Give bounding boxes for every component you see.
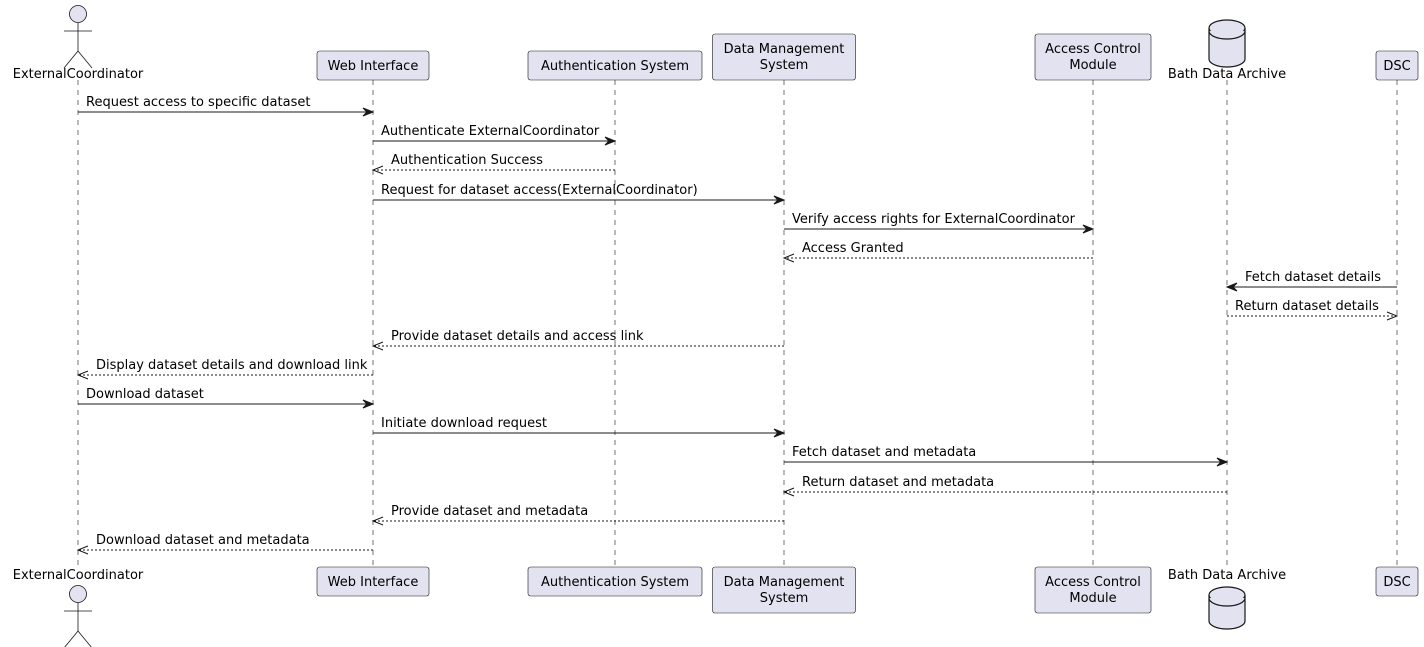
arrowhead-filled-icon [362, 399, 375, 409]
message-label: Return dataset details [1235, 299, 1379, 314]
participant-box [316, 566, 430, 597]
participant-web-top: Web Interface [316, 50, 430, 81]
participant-label: Module [1069, 58, 1116, 73]
participant-box [1034, 33, 1152, 81]
participant-label: ExternalCoordinator [13, 568, 144, 583]
message-6: Access Granted [782, 241, 1093, 263]
message-label: Download dataset and metadata [96, 533, 310, 548]
message-9: Provide dataset details and access link [371, 329, 784, 351]
message-1: Request access to specific dataset [78, 95, 375, 117]
participant-coordinator-bottom: ExternalCoordinator [13, 568, 144, 647]
arrowhead-filled-icon [362, 107, 375, 117]
participant-label: Authentication System [541, 59, 689, 74]
message-10: Display dataset details and download lin… [76, 358, 373, 380]
arrowhead-filled-icon [604, 136, 617, 146]
participant-dsc-top: DSC [1375, 50, 1419, 81]
arrowhead-open-icon [371, 165, 384, 175]
message-label: Download dataset [86, 387, 204, 402]
message-label: Initiate download request [381, 416, 547, 431]
arrowhead-filled-icon [1082, 224, 1095, 234]
message-5: Verify access rights for ExternalCoordin… [784, 212, 1095, 234]
message-14: Return dataset and metadata [782, 475, 1227, 497]
participant-label: Bath Data Archive [1168, 568, 1286, 583]
arrowhead-open-icon [76, 545, 89, 555]
arrowhead-open-icon [371, 516, 384, 526]
arrowhead-filled-icon [773, 428, 786, 438]
message-13: Fetch dataset and metadata [784, 445, 1229, 467]
database-icon [1208, 586, 1246, 630]
participant-label: DSC [1383, 575, 1410, 590]
participant-label: Module [1069, 591, 1116, 606]
participant-auth-bottom: Authentication System [527, 566, 703, 597]
participant-label: Web Interface [328, 575, 419, 590]
message-label: Authenticate ExternalCoordinator [381, 124, 600, 139]
message-16: Download dataset and metadata [76, 533, 373, 555]
message-label: Request access to specific dataset [86, 95, 310, 110]
participant-web-bottom: Web Interface [316, 566, 430, 597]
arrowhead-open-icon [76, 370, 89, 380]
participant-label: Authentication System [541, 575, 689, 590]
participant-coordinator-top: ExternalCoordinator [13, 5, 144, 82]
participant-label: Web Interface [328, 59, 419, 74]
message-8: Return dataset details [1227, 299, 1399, 321]
participant-label: System [760, 58, 808, 73]
participant-auth-top: Authentication System [527, 50, 703, 81]
arrowhead-open-icon [782, 487, 795, 497]
message-label: Verify access rights for ExternalCoordin… [792, 212, 1076, 227]
participant-dsc-bottom: DSC [1375, 566, 1419, 597]
arrowhead-open-icon [782, 253, 795, 263]
message-label: Fetch dataset details [1245, 270, 1381, 285]
participant-label: Data Management [724, 575, 845, 590]
participant-box [712, 566, 856, 614]
participant-label: Bath Data Archive [1168, 67, 1286, 82]
participant-box [712, 33, 856, 81]
message-label: Return dataset and metadata [802, 475, 994, 490]
arrowhead-open-icon [371, 341, 384, 351]
arrowhead-filled-icon [1225, 282, 1238, 292]
arrowhead-open-icon [1386, 311, 1399, 321]
message-label: Provide dataset details and access link [391, 329, 644, 344]
participant-label: Access Control [1045, 42, 1141, 57]
message-label: Authentication Success [391, 153, 543, 168]
participant-label: System [760, 591, 808, 606]
participant-box [527, 566, 703, 597]
participant-label: Data Management [724, 42, 845, 57]
participant-box [1375, 566, 1419, 597]
message-label: Fetch dataset and metadata [792, 445, 976, 460]
participant-archive-bottom: Bath Data Archive [1168, 568, 1286, 630]
message-2: Authenticate ExternalCoordinator [373, 124, 617, 146]
participant-box [527, 50, 703, 81]
message-3: Authentication Success [371, 153, 615, 175]
message-label: Access Granted [802, 241, 904, 256]
message-12: Initiate download request [373, 416, 786, 438]
arrowhead-filled-icon [773, 195, 786, 205]
actor-icon [63, 5, 93, 69]
participant-box [1375, 50, 1419, 81]
message-label: Provide dataset and metadata [391, 504, 588, 519]
participant-box [316, 50, 430, 81]
participant-label: ExternalCoordinator [13, 67, 144, 82]
arrowhead-filled-icon [1216, 457, 1229, 467]
message-label: Request for dataset access(ExternalCoord… [381, 183, 698, 198]
database-icon [1208, 19, 1246, 68]
message-4: Request for dataset access(ExternalCoord… [373, 183, 786, 205]
participant-label: Access Control [1045, 575, 1141, 590]
message-11: Download dataset [78, 387, 375, 409]
participant-box [1034, 566, 1152, 614]
message-15: Provide dataset and metadata [371, 504, 784, 526]
participant-label: DSC [1383, 59, 1410, 74]
message-label: Display dataset details and download lin… [96, 358, 368, 373]
actor-icon [64, 585, 92, 647]
participant-archive-top: Bath Data Archive [1168, 19, 1286, 82]
message-7: Fetch dataset details [1225, 270, 1397, 292]
